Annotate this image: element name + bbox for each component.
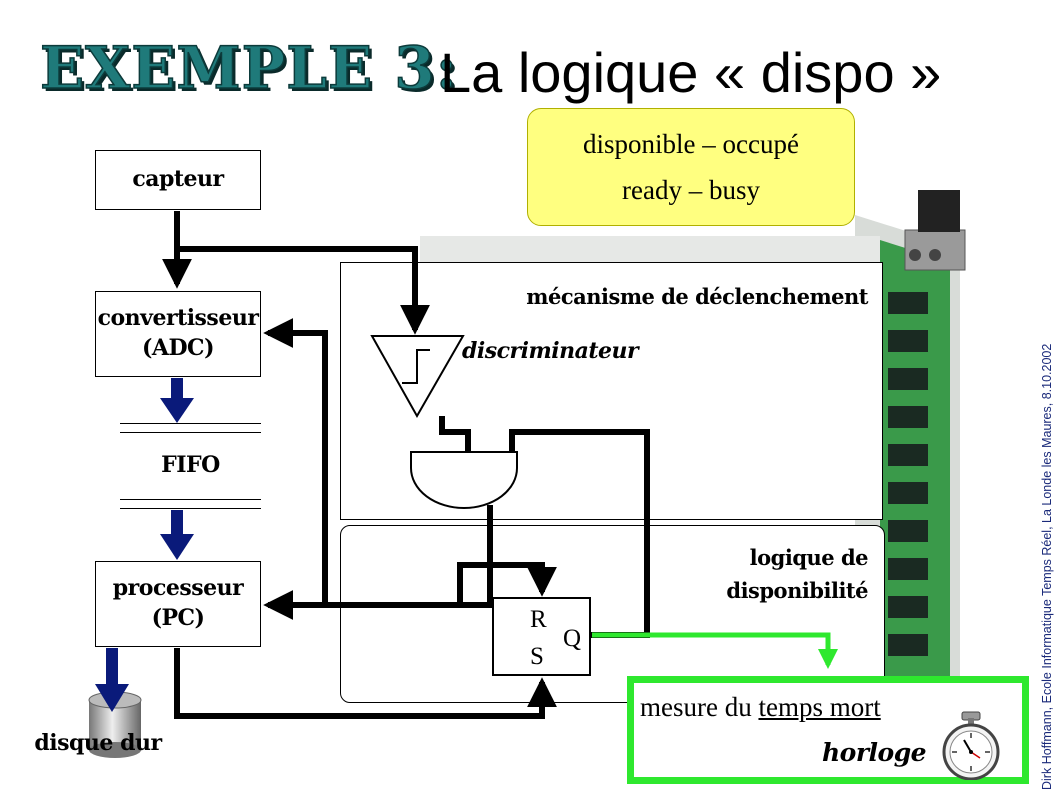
- author-credit: Dirk Hoffmann, Ecole Informatique Temps …: [1040, 343, 1054, 790]
- states-line-1: disponible – occupé: [583, 129, 799, 159]
- dead-time-label: mesure du temps mort: [640, 692, 881, 723]
- fifo-lower-line: [120, 499, 261, 500]
- and-gate-symbol: [410, 451, 518, 509]
- availability-logic-label: logique de disponibilité: [660, 542, 868, 607]
- disque-dur-label: disque dur: [34, 730, 162, 757]
- states-note: disponible – occupé ready – busy: [527, 108, 855, 226]
- processeur-block: processeur (PC): [95, 561, 261, 647]
- rs-flipflop-box: [492, 597, 591, 676]
- availability-label-line-1: logique de: [749, 545, 869, 570]
- availability-label-line-2: disponibilité: [726, 577, 868, 603]
- discriminator-symbol: [370, 335, 465, 419]
- trigger-mechanism-label: mécanisme de déclenchement: [526, 284, 868, 309]
- hard-disk-icon: [88, 691, 142, 758]
- dead-time-prefix: mesure du: [640, 692, 759, 722]
- capteur-block: capteur: [95, 150, 261, 210]
- fifo-upper-line: [120, 432, 261, 433]
- stopwatch-icon: [942, 711, 1000, 780]
- slide-title: La logique « dispo »: [440, 41, 942, 104]
- convertisseur-label: convertisseur: [97, 305, 259, 332]
- adc-label: (ADC): [142, 335, 214, 361]
- slide-title-number: EXEMPLE 3:: [39, 33, 459, 103]
- flipflop-s-label: S: [530, 643, 544, 670]
- convertisseur-block: convertisseur (ADC): [95, 291, 261, 377]
- processeur-label: processeur: [112, 575, 244, 602]
- discriminator-label: discriminateur: [462, 338, 639, 364]
- fifo-block: FIFO: [120, 423, 261, 509]
- pc-label: (PC): [151, 605, 205, 631]
- fifo-label: FIFO: [161, 452, 220, 479]
- flipflop-r-label: R: [530, 606, 547, 633]
- dead-time-underlined: temps mort: [758, 692, 881, 722]
- availability-logic-panel: [340, 525, 885, 703]
- capteur-label: capteur: [132, 166, 224, 193]
- flipflop-q-label: Q: [563, 625, 582, 652]
- clock-label: horloge: [822, 738, 927, 767]
- states-line-2: ready – busy: [622, 175, 760, 205]
